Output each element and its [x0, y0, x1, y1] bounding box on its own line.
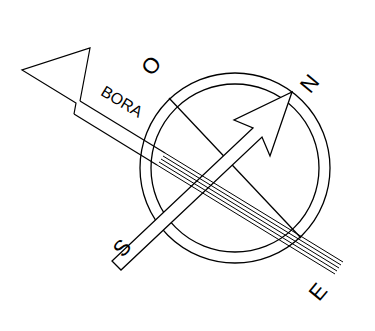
north-label: N [296, 71, 323, 97]
east-label: E [305, 279, 331, 304]
bora-band [157, 153, 343, 274]
west-label: O [138, 52, 166, 79]
bora-arrow [22, 48, 165, 165]
